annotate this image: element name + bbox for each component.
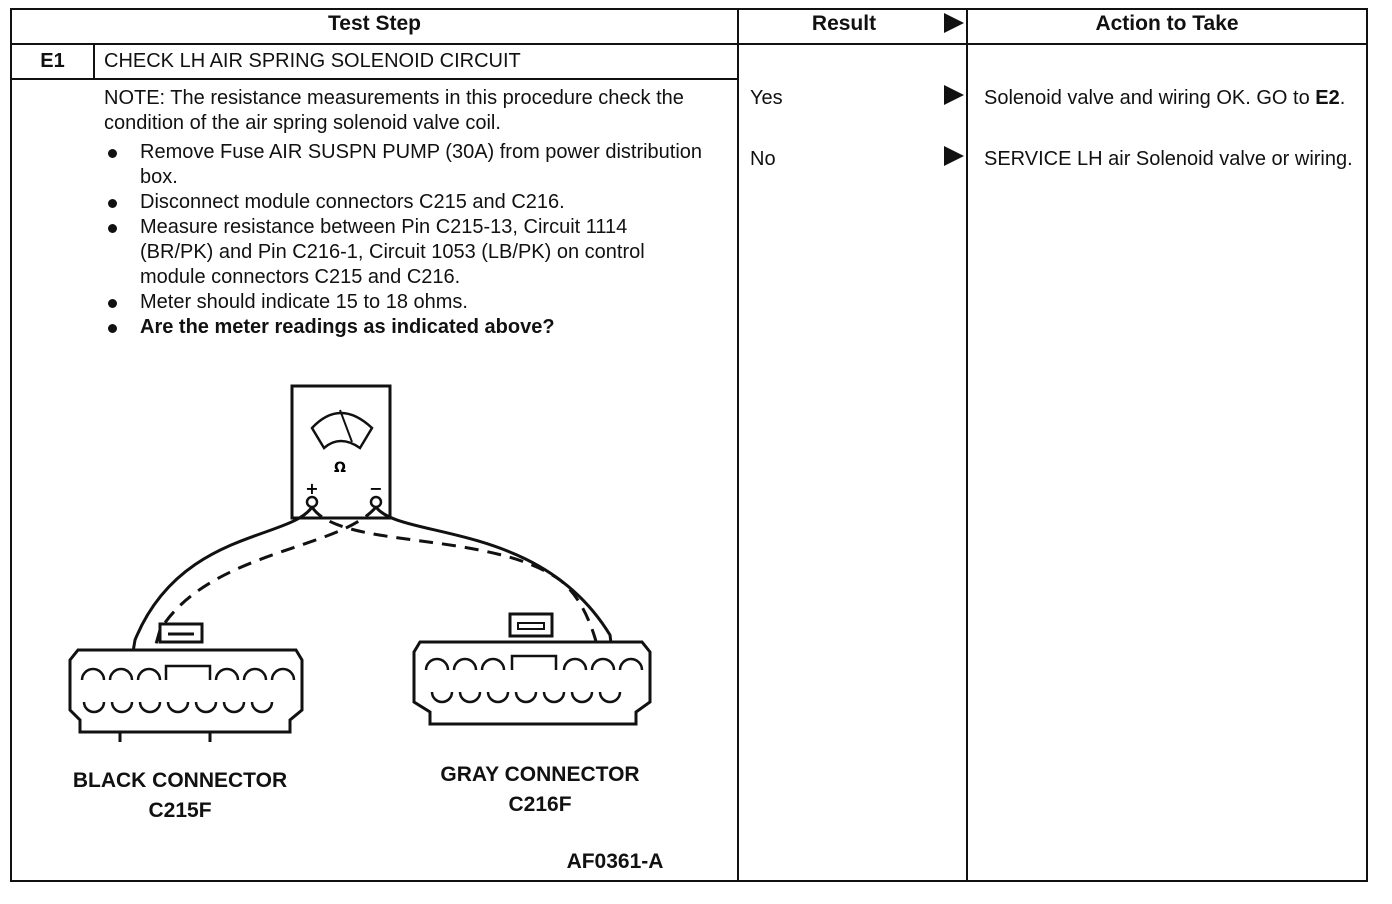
- black-connector-name: BLACK CONNECTOR: [72, 769, 288, 792]
- result-yes-arrow-icon: [944, 85, 964, 105]
- figure-id: AF0361-A: [566, 850, 664, 873]
- action-yes: Solenoid valve and wiring OK. GO to E2.: [984, 86, 1354, 111]
- action-yes-suffix: .: [1339, 87, 1346, 109]
- action-column-divider: [966, 8, 968, 882]
- solid-wire: [123, 506, 314, 701]
- gray-connector-id: C216F: [508, 793, 572, 816]
- gray-connector-caption: GRAY CONNECTOR C216F: [390, 760, 690, 820]
- black-connector-caption: BLACK CONNECTOR C215F: [30, 766, 330, 826]
- ohmmeter-icon: [290, 384, 392, 520]
- ohmmeter-wiring-diagram: Ω + −: [68, 384, 652, 742]
- header-result: Result: [811, 12, 877, 35]
- header-action: Action to Take: [1095, 12, 1239, 35]
- result-no: No: [750, 148, 776, 170]
- step-note: NOTE: The resistance measurements in thi…: [104, 87, 684, 134]
- header-bottom-border: [10, 43, 1368, 45]
- action-yes-text: Solenoid valve and wiring OK. GO to: [984, 87, 1316, 109]
- bullet-item: Measure resistance between Pin C215-13, …: [104, 215, 704, 290]
- table-top-border: [10, 8, 1368, 10]
- black-connector-icon: [68, 622, 304, 742]
- gray-connector-name: GRAY CONNECTOR: [440, 763, 640, 786]
- title-row-bottom-border: [10, 78, 738, 80]
- bullet-item: Disconnect module connectors C215 and C2…: [104, 190, 704, 215]
- step-id: E1: [40, 50, 65, 72]
- meter-symbol: Ω: [334, 460, 346, 476]
- action-yes-goto: E2: [1315, 87, 1340, 109]
- step-id-divider: [93, 44, 95, 79]
- table-right-border: [1366, 8, 1368, 882]
- step-title: CHECK LH AIR SPRING SOLENOID CIRCUIT: [104, 50, 521, 72]
- meter-minus-label: −: [369, 479, 382, 498]
- bullet-question: Are the meter readings as indicated abov…: [104, 315, 704, 340]
- action-no: SERVICE LH air Solenoid valve or wiring.: [984, 147, 1354, 172]
- table-bottom-border: [10, 880, 1368, 882]
- result-yes: Yes: [750, 87, 783, 109]
- step-bullets: Remove Fuse AIR SUSPN PUMP (30A) from po…: [104, 140, 704, 340]
- black-connector-id: C215F: [148, 799, 212, 822]
- header-arrow-icon: [944, 13, 964, 33]
- header-test-step: Test Step: [328, 12, 421, 35]
- dashed-wire: [138, 506, 378, 701]
- bullet-item: Remove Fuse AIR SUSPN PUMP (30A) from po…: [104, 140, 704, 190]
- meter-plus-label: +: [305, 479, 318, 498]
- gray-connector-icon: [412, 612, 652, 726]
- solid-wire: [374, 506, 620, 701]
- result-no-arrow-icon: [944, 146, 964, 166]
- dashed-wire: [310, 506, 607, 691]
- table-left-border: [10, 8, 12, 882]
- action-no-text: SERVICE LH air Solenoid valve or wiring.: [984, 148, 1353, 170]
- result-column-divider: [737, 8, 739, 882]
- bullet-item: Meter should indicate 15 to 18 ohms.: [104, 290, 704, 315]
